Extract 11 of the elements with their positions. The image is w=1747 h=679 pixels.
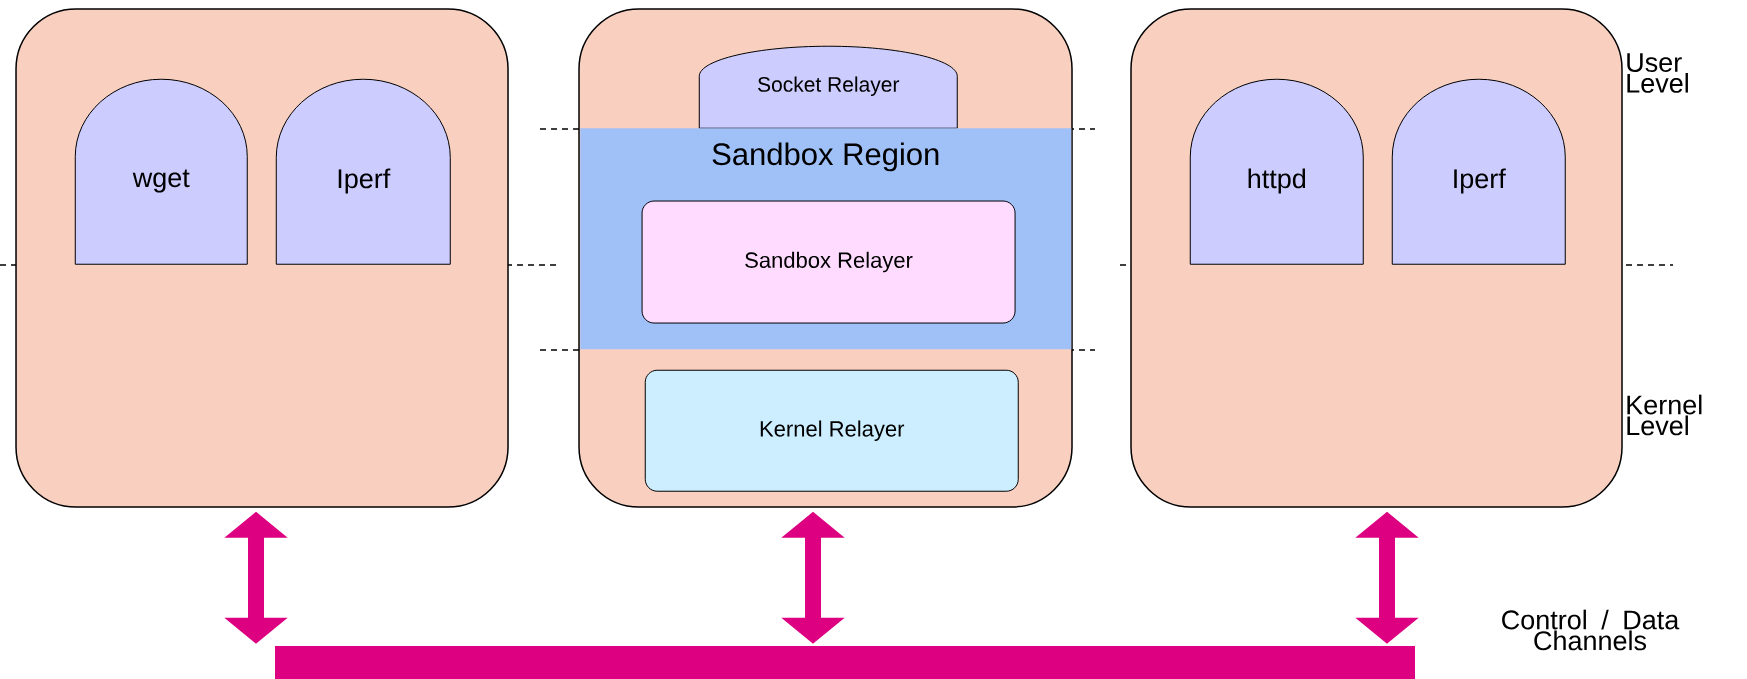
relayer-box: Sandbox Relayer <box>641 200 1016 324</box>
channel-bar <box>275 646 1415 679</box>
process-dome: httpd <box>1189 78 1364 265</box>
level-label: User Level <box>1627 53 1688 93</box>
level-label: Control / Data Channels <box>1502 609 1680 651</box>
relayer-cap: Socket Relayer <box>698 45 958 129</box>
process-dome: Iperf <box>1391 78 1566 265</box>
level-label: Kernel Level <box>1627 394 1702 436</box>
process-dome: wget <box>74 78 248 265</box>
relayer-box: Kernel Relayer <box>644 369 1019 492</box>
process-dome: Iperf <box>275 78 451 265</box>
